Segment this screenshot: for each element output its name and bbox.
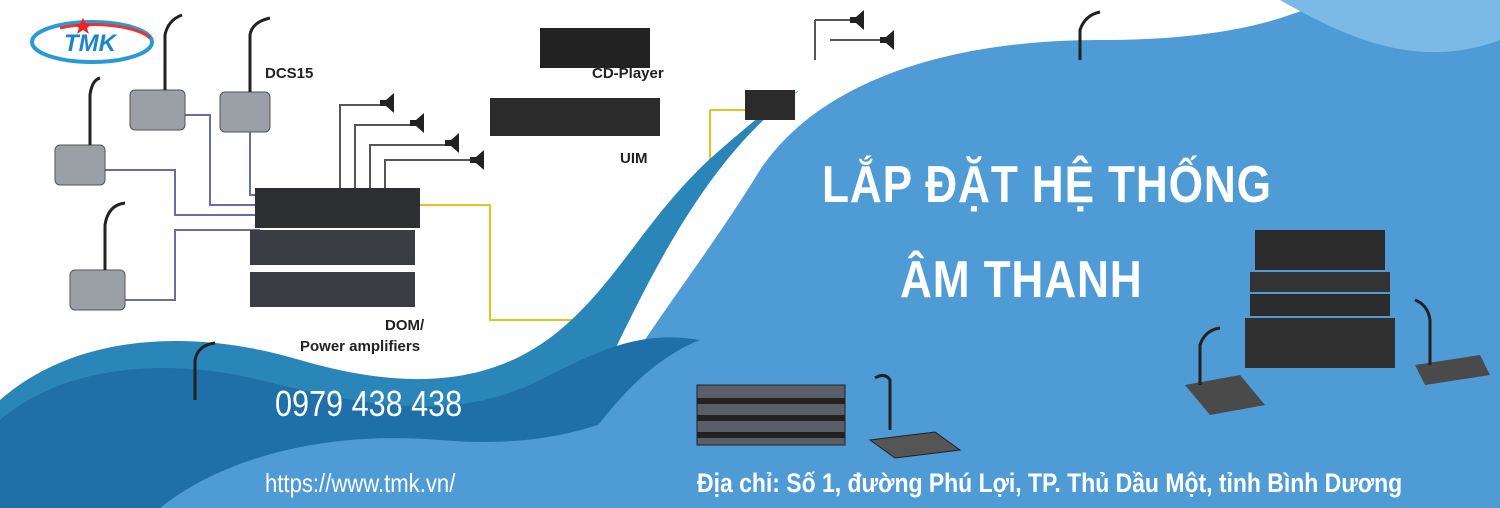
speaker-icon [445, 133, 459, 153]
logo-text: TMK [64, 30, 116, 57]
label-dom: DOM/ [385, 317, 425, 334]
product-rack-stack [696, 384, 846, 446]
cd-player-device [540, 28, 650, 68]
label-dcs15: DCS15 [265, 65, 314, 82]
label-power-amplifiers: Power amplifiers [300, 338, 421, 355]
speaker-icon [880, 30, 894, 50]
phone-number: 0979 438 438 [275, 383, 463, 424]
product-call-station [868, 373, 962, 459]
speaker-icon [380, 93, 394, 113]
amplifier [250, 272, 415, 307]
desk-station [129, 89, 186, 131]
uim-device [490, 98, 660, 136]
speaker-icon [410, 113, 424, 133]
speaker-icon [470, 150, 484, 170]
address-text: Địa chỉ: Số 1, đường Phú Lợi, TP. Thủ Dầ… [697, 468, 1403, 498]
title-line-1: LẮP ĐẶT HỆ THỐNG [822, 156, 1272, 214]
desk-station [69, 269, 126, 311]
speaker-icon [850, 10, 864, 30]
top-right-wave [1280, 0, 1500, 53]
title-line-2: ÂM THANH [900, 251, 1143, 309]
desk-station [54, 144, 106, 186]
desk-station [219, 91, 271, 133]
label-uim: UIM [620, 150, 648, 167]
amplifier [250, 230, 415, 265]
diagram-wires [100, 19, 880, 321]
tmk-logo [30, 18, 154, 64]
website-link[interactable]: https://www.tmk.vn/ [265, 468, 456, 498]
light-blue-wave [560, 0, 1500, 508]
bottom-light-wave [160, 380, 700, 508]
diagram-devices [54, 10, 1490, 459]
dom-unit [255, 188, 420, 228]
product-system-tower [1185, 230, 1490, 415]
label-cd-player: CD-Player [592, 65, 664, 82]
